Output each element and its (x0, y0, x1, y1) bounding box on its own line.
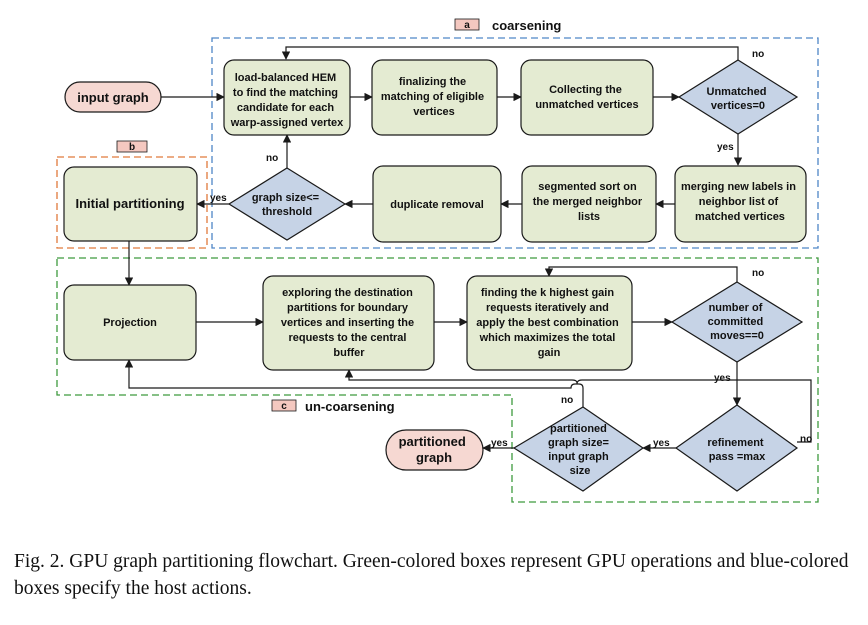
group-c-tag (271, 399, 297, 412)
group-c-label: un-coarsening (305, 399, 395, 414)
partitioned-size-decision (512, 406, 645, 492)
size-threshold-decision (227, 167, 347, 241)
coarsening-region (211, 37, 819, 249)
hem-text: load-balanced HEM to find the matching c… (230, 72, 344, 129)
hem-box (223, 59, 351, 136)
label-refinement-no: no (800, 434, 812, 445)
size-threshold-text: graph size<= threshold (252, 192, 322, 218)
explore-text: exploring the destination partitions for… (281, 287, 417, 359)
edge-partitioned-no (124, 359, 584, 407)
committed-moves-decision (670, 281, 804, 363)
committed-moves-text: number of committed moves==0 (708, 302, 767, 342)
group-a-letter: a (464, 20, 470, 31)
duplicate-removal-text: duplicate removal (390, 199, 484, 211)
find-k-gain-text: finding the k highest gain requests iter… (476, 287, 621, 359)
label-unmatched-yes: yes (717, 142, 734, 153)
partitioned-graph-text: partitioned graph (399, 434, 470, 465)
label-committed-no: no (752, 268, 764, 279)
group-b-tag (116, 140, 148, 153)
label-size-yes: yes (210, 193, 227, 204)
label-partitioned-no: no (561, 395, 573, 406)
group-a-tag (454, 18, 480, 31)
edge-unmatched-no (281, 46, 739, 60)
projection-box (63, 284, 197, 361)
label-size-no: no (266, 153, 278, 164)
explore-box (262, 275, 435, 371)
uncoarsening-region (56, 257, 819, 503)
segmented-sort-box (521, 165, 657, 243)
label-refinement-yes: yes (653, 438, 670, 449)
merge-labels-text: merging new labels in neighbor list of m… (681, 181, 799, 223)
segmented-sort-text: segmented sort on the merged neighbor li… (533, 181, 645, 223)
group-a-label: coarsening (492, 18, 561, 33)
input-graph-node (64, 81, 162, 113)
partitioned-graph-node (385, 429, 484, 471)
label-unmatched-no: no (752, 49, 764, 60)
refinement-pass-text: refinement pass =max (707, 437, 766, 463)
duplicate-removal-box (372, 165, 502, 243)
collect-text: Collecting the unmatched vertices (535, 84, 638, 111)
figure-caption: Fig. 2. GPU graph partitioning flowchart… (14, 551, 849, 599)
projection-text: Projection (103, 317, 157, 329)
unmatched-text: Unmatched vertices=0 (707, 86, 770, 112)
group-c-letter: c (281, 401, 287, 412)
initial-partitioning-text: Initial partitioning (75, 196, 184, 211)
collect-box (520, 59, 654, 136)
group-b-letter: b (129, 142, 135, 153)
merge-labels-box (674, 165, 807, 243)
unmatched-decision (677, 59, 799, 135)
input-graph-label: input graph (77, 90, 149, 105)
edge-committed-no (544, 266, 738, 282)
label-committed-yes: yes (714, 373, 731, 384)
refinement-pass-decision (674, 404, 799, 492)
label-partitioned-yes: yes (491, 438, 508, 449)
finalize-text: finalizing the matching of eligible vert… (381, 76, 487, 118)
find-k-gain-box (466, 275, 633, 371)
flowchart: a coarsening b c un-coarsening no yes no… (56, 18, 819, 503)
finalize-box (371, 59, 498, 136)
partitioned-size-text: partitioned graph size= input graph size (548, 423, 612, 477)
initial-partitioning-box (63, 166, 198, 242)
